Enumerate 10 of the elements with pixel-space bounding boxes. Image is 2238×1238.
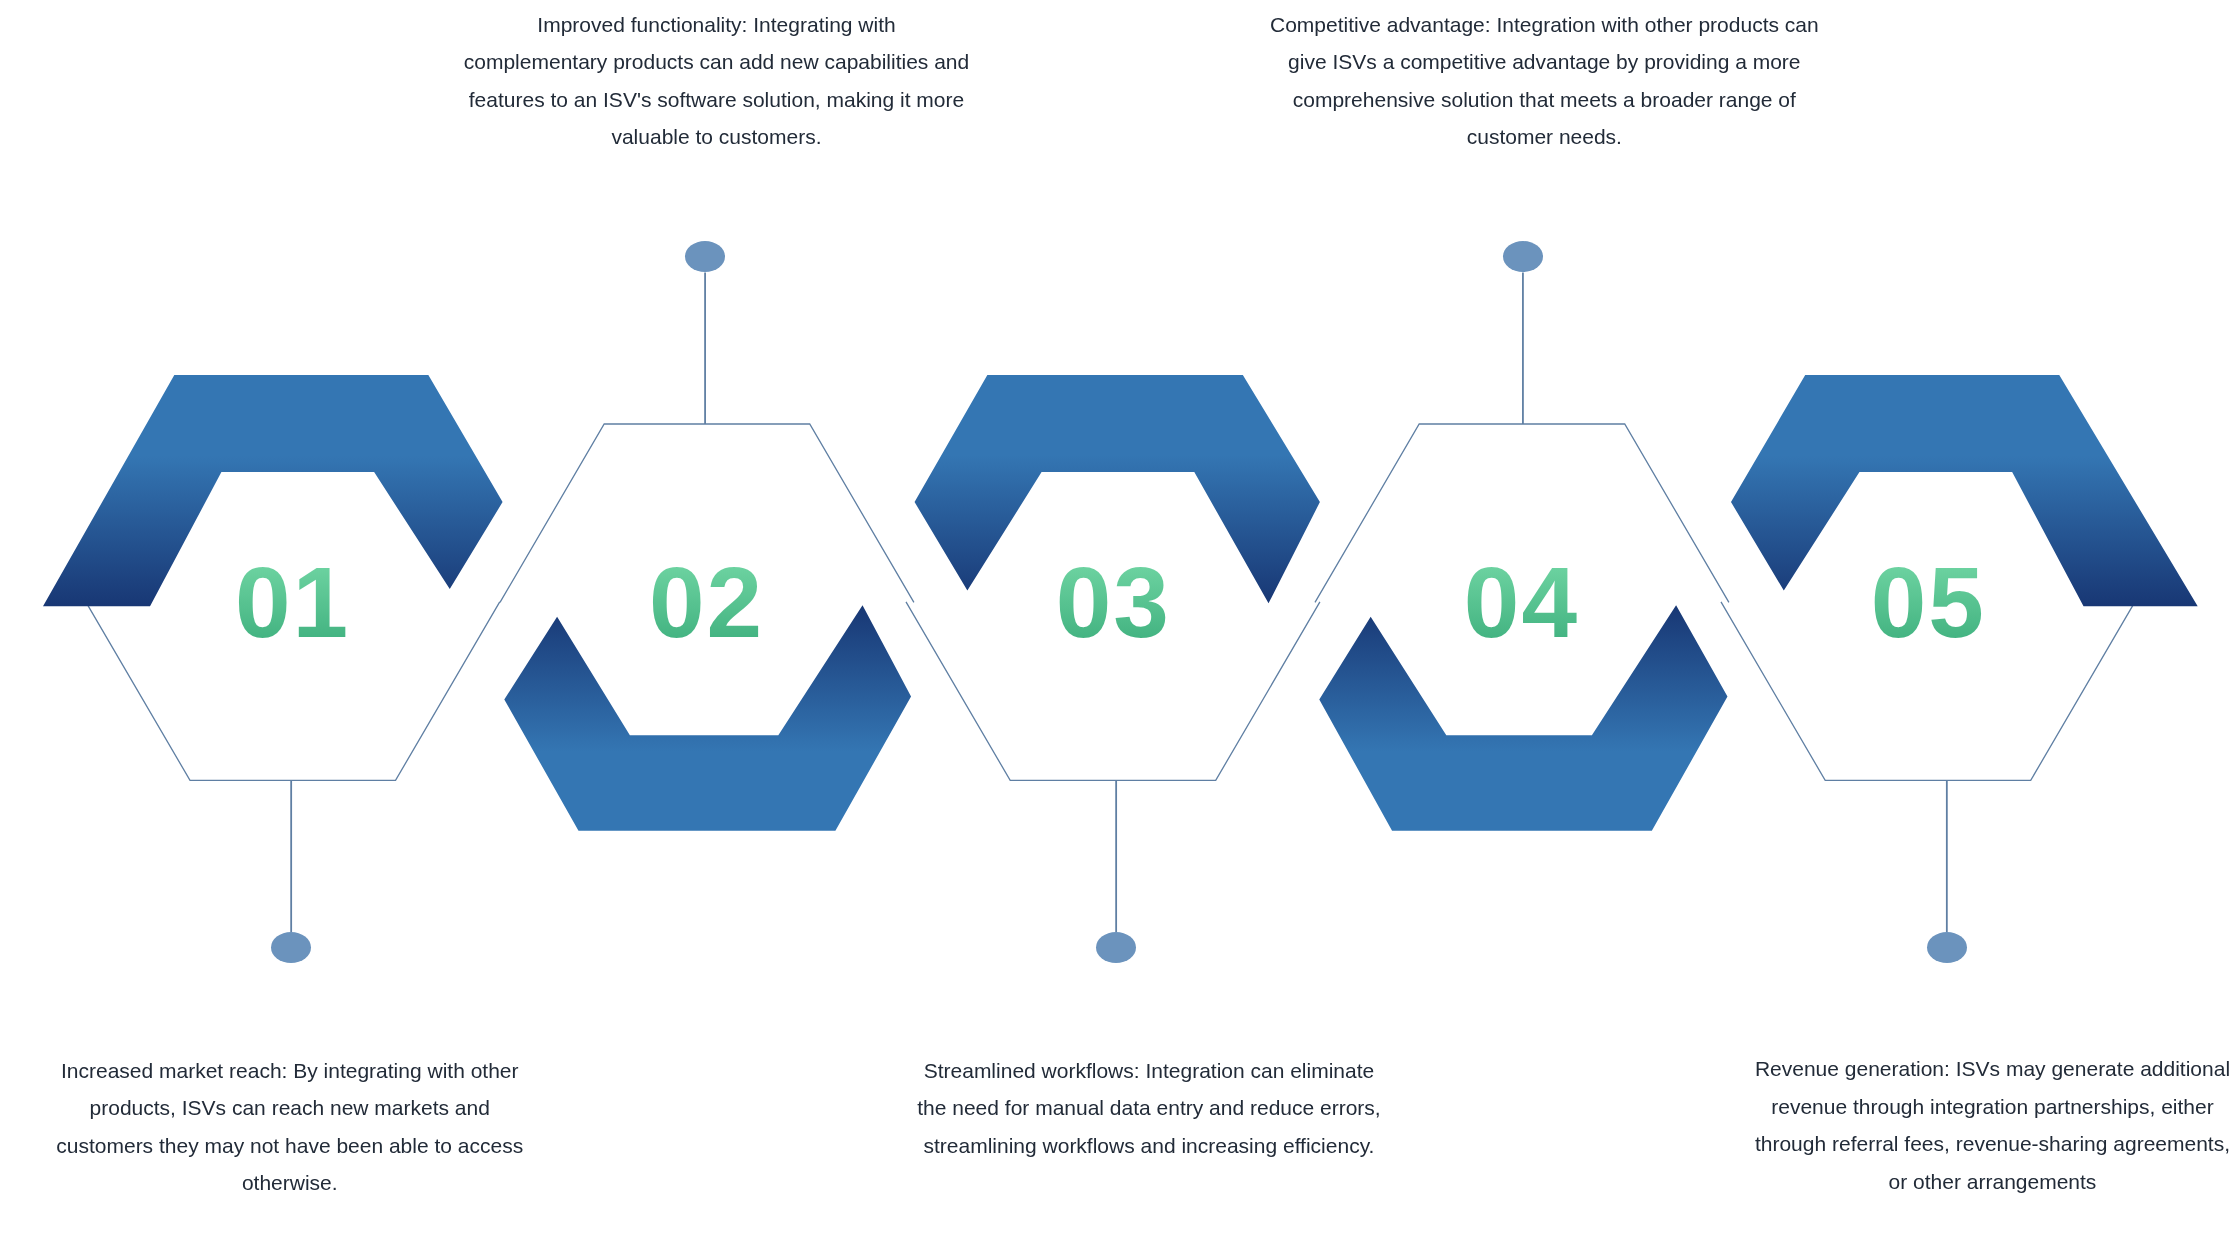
description-text: Improved functionality: Integrating with complementary products can add new capabilities and features to an ISV's software solution, making it more valuable to customers.: [463, 11, 970, 151]
description-text: Streamlined workflows: Integration can eliminate the need for manual data entry and reduce errors, streamlining workflows and increasing efficiency.: [916, 1057, 1382, 1159]
connector-line: [1945, 779, 1948, 934]
description-text: Competitive advantage: Integration with other products can give ISVs a competitive advantage by providing a more comprehensive solution that meets a broader range of customer needs.: [1269, 11, 1820, 151]
connector-line: [1115, 779, 1118, 934]
description-text: Revenue generation: ISVs may generate additional revenue through integration partnerships, either through referral fees, revenue-sharing agreements, or other arrangements: [1753, 1056, 2232, 1195]
connector-line: [704, 271, 706, 425]
description-text: Increased market reach: By integrating with other products, ISVs can reach new markets and customers they may not have been able to access otherwise.: [55, 1057, 525, 1197]
connector-line: [1522, 271, 1524, 425]
connector-line: [290, 779, 293, 934]
